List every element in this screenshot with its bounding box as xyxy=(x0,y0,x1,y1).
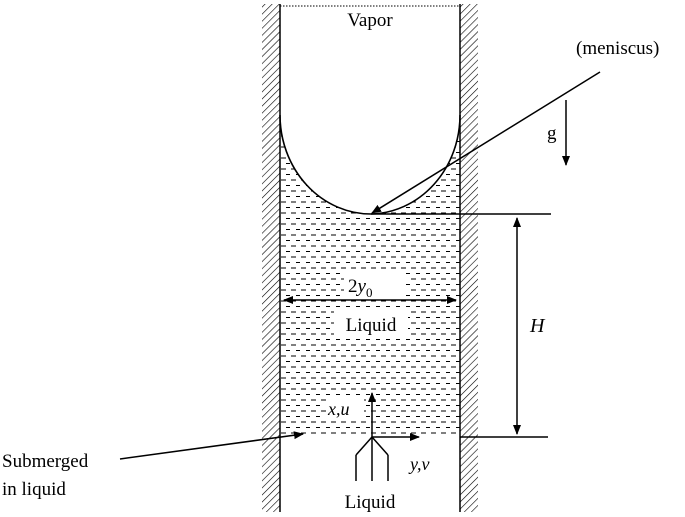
right-tube-wall xyxy=(460,4,478,512)
streamline-right-splay xyxy=(371,436,389,456)
vapor-label: Vapor xyxy=(347,10,393,31)
axis-x-label-backdrop xyxy=(326,396,364,420)
submerged-pointer-arrow xyxy=(119,431,304,460)
left-tube-wall xyxy=(262,4,280,512)
submerged-label-line2: in liquid xyxy=(2,479,66,500)
submerged-label-line1: Submerged xyxy=(2,451,89,472)
axis-x-label: x,u xyxy=(327,399,350,419)
meniscus-pointer-arrow xyxy=(371,71,601,214)
liquid-center-label: Liquid xyxy=(346,315,397,336)
axis-y-label: y,v xyxy=(408,454,430,474)
width-label-backdrop xyxy=(344,270,406,296)
meniscus-label: (meniscus) xyxy=(576,38,659,59)
liquid-bottom-label: Liquid xyxy=(345,492,396,513)
inflow-streamlines xyxy=(355,436,389,481)
gravity-label: g xyxy=(547,123,557,144)
height-label: H xyxy=(529,315,546,337)
width-label: 2y0 xyxy=(348,276,372,300)
streamline-left-splay xyxy=(355,436,373,456)
liquid-label-backdrop xyxy=(334,310,408,336)
